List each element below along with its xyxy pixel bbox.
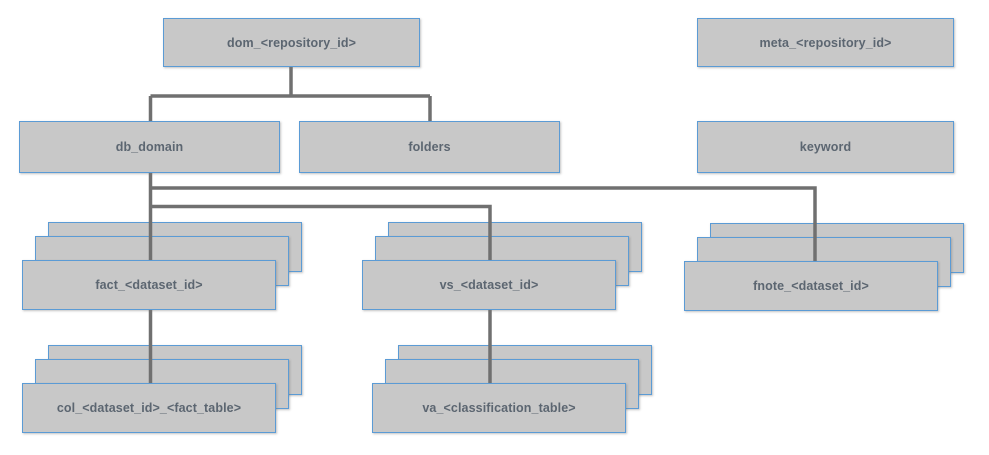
node-label: dom_<repository_id>	[226, 35, 357, 50]
node-label: col_<dataset_id>_<fact_table>	[56, 401, 242, 415]
node-label: folders	[408, 140, 451, 154]
node-label: meta_<repository_id>	[759, 35, 892, 50]
node-va-classification-table[interactable]: va_<classification_table>	[372, 383, 626, 433]
node-vs-dataset-id[interactable]: vs_<dataset_id>	[362, 260, 616, 310]
node-label: keyword	[799, 140, 852, 154]
node-col-dataset-id-fact-table[interactable]: col_<dataset_id>_<fact_table>	[22, 383, 276, 433]
node-label: va_<classification_table>	[422, 401, 576, 415]
node-label: fact_<dataset_id>	[95, 278, 203, 292]
node-fact-dataset-id[interactable]: fact_<dataset_id>	[22, 260, 276, 310]
node-db-domain[interactable]: db_domain	[19, 121, 280, 173]
node-label: vs_<dataset_id>	[439, 278, 539, 292]
connector-dom-to-children	[148, 67, 432, 121]
node-keyword[interactable]: keyword	[697, 121, 954, 173]
node-dom-repository-id[interactable]: dom_<repository_id>	[163, 18, 420, 67]
node-label: fnote_<dataset_id>	[753, 279, 869, 293]
node-meta-repository-id[interactable]: meta_<repository_id>	[697, 18, 954, 67]
node-label: db_domain	[115, 140, 184, 154]
node-fnote-dataset-id[interactable]: fnote_<dataset_id>	[684, 261, 938, 311]
node-folders[interactable]: folders	[299, 121, 560, 173]
